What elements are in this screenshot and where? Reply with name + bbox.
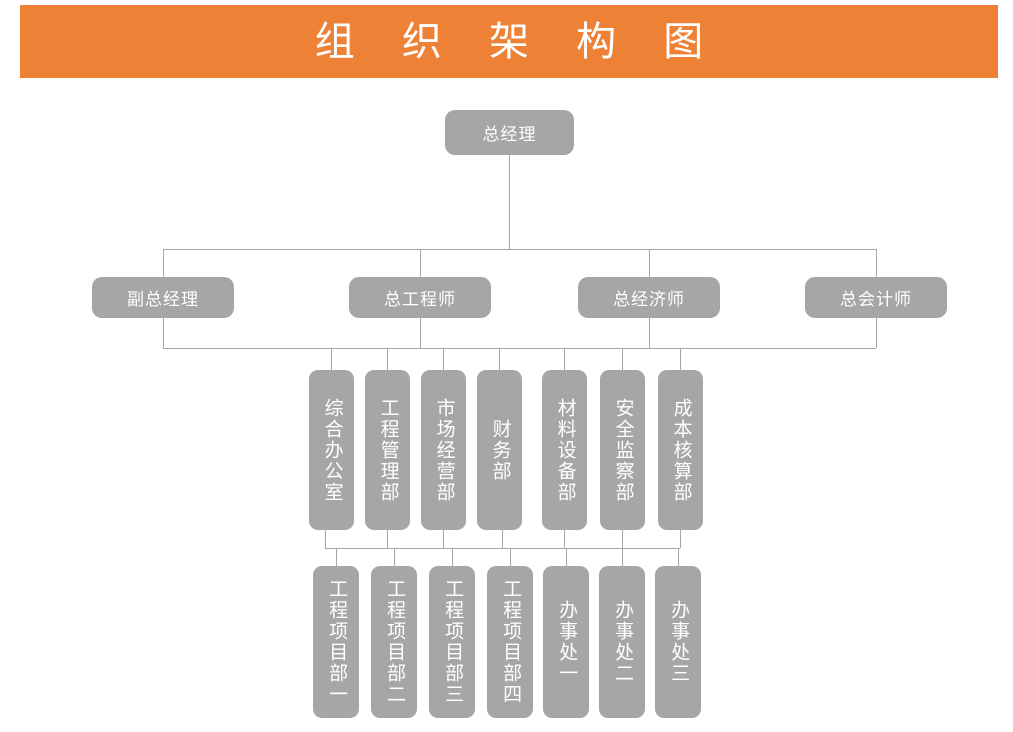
connector-riser-chief-engineer xyxy=(420,318,421,348)
connector-level2-bus xyxy=(163,249,876,250)
node-materials-equipment-dept-label: 材料设备部 xyxy=(554,397,576,503)
node-chief-economist[interactable]: 总经济师 xyxy=(578,277,720,318)
node-cost-accounting-dept[interactable]: 成本核算部 xyxy=(658,370,703,530)
node-deputy-gm[interactable]: 副总经理 xyxy=(92,277,234,318)
node-branch-office-1-label: 办事处一 xyxy=(556,600,578,684)
node-project-dept-2-label: 工程项目部二 xyxy=(384,579,406,705)
node-project-dept-4[interactable]: 工程项目部四 xyxy=(487,566,533,718)
node-finance-dept-label: 财务部 xyxy=(489,418,511,482)
node-gm-label: 总经理 xyxy=(482,125,537,144)
connector-riser-finance-dept xyxy=(502,530,503,548)
connector-drop-project-dept-1 xyxy=(336,548,337,566)
node-project-dept-1-label: 工程项目部一 xyxy=(326,579,348,705)
connector-drop-deputy-gm xyxy=(163,249,164,277)
title-banner: 组 织 架 构 图 xyxy=(20,5,998,78)
node-engineering-management-dept-label: 工程管理部 xyxy=(377,397,399,503)
node-project-dept-1[interactable]: 工程项目部一 xyxy=(313,566,359,718)
node-project-dept-3-label: 工程项目部三 xyxy=(442,579,464,705)
connector-drop-general-office xyxy=(331,348,332,370)
node-project-dept-3[interactable]: 工程项目部三 xyxy=(429,566,475,718)
connector-riser-materials-equipment-dept xyxy=(564,530,565,548)
connector-riser-engineering-management-dept xyxy=(387,530,388,548)
node-safety-supervision-dept-label: 安全监察部 xyxy=(612,397,634,503)
node-chief-engineer-label: 总工程师 xyxy=(384,290,456,309)
node-branch-office-2[interactable]: 办事处二 xyxy=(599,566,645,718)
node-chief-accountant[interactable]: 总会计师 xyxy=(805,277,947,318)
connector-level3-bus xyxy=(163,348,876,349)
connector-drop-safety-supervision-dept xyxy=(622,348,623,370)
node-branch-office-2-label: 办事处二 xyxy=(612,600,634,684)
connector-drop-chief-engineer xyxy=(420,249,421,277)
node-finance-dept[interactable]: 财务部 xyxy=(477,370,522,530)
node-safety-supervision-dept[interactable]: 安全监察部 xyxy=(600,370,645,530)
connector-drop-project-dept-2 xyxy=(394,548,395,566)
connector-drop-project-dept-3 xyxy=(452,548,453,566)
connector-riser-cost-accounting-dept xyxy=(680,530,681,548)
connector-riser-market-operations-dept xyxy=(443,530,444,548)
connector-drop-branch-office-3 xyxy=(678,548,679,566)
connector-riser-safety-supervision-dept xyxy=(622,530,623,548)
connector-level4-bus xyxy=(325,548,680,549)
node-general-office[interactable]: 综合办公室 xyxy=(309,370,354,530)
connector-drop-cost-accounting-dept xyxy=(680,348,681,370)
node-branch-office-3[interactable]: 办事处三 xyxy=(655,566,701,718)
node-chief-engineer[interactable]: 总工程师 xyxy=(349,277,491,318)
node-gm[interactable]: 总经理 xyxy=(445,110,574,155)
node-project-dept-4-label: 工程项目部四 xyxy=(500,579,522,705)
connector-riser-chief-accountant xyxy=(876,318,877,348)
connector-riser-general-office xyxy=(325,530,326,548)
connector-drop-materials-equipment-dept xyxy=(564,348,565,370)
node-general-office-label: 综合办公室 xyxy=(321,397,343,503)
node-deputy-gm-label: 副总经理 xyxy=(127,290,199,309)
node-chief-economist-label: 总经济师 xyxy=(613,290,685,309)
node-project-dept-2[interactable]: 工程项目部二 xyxy=(371,566,417,718)
node-materials-equipment-dept[interactable]: 材料设备部 xyxy=(542,370,587,530)
node-engineering-management-dept[interactable]: 工程管理部 xyxy=(365,370,410,530)
connector-drop-branch-office-2 xyxy=(622,548,623,566)
connector-drop-engineering-management-dept xyxy=(387,348,388,370)
node-branch-office-1[interactable]: 办事处一 xyxy=(543,566,589,718)
connector-drop-project-dept-4 xyxy=(510,548,511,566)
connector-riser-chief-economist xyxy=(649,318,650,348)
connector-drop-chief-economist xyxy=(649,249,650,277)
connector-drop-chief-accountant xyxy=(876,249,877,277)
connector-drop-finance-dept xyxy=(499,348,500,370)
connector-gm-stem xyxy=(509,155,510,249)
connector-drop-branch-office-1 xyxy=(566,548,567,566)
node-chief-accountant-label: 总会计师 xyxy=(840,290,912,309)
node-cost-accounting-dept-label: 成本核算部 xyxy=(670,397,692,503)
node-market-operations-dept[interactable]: 市场经营部 xyxy=(421,370,466,530)
node-branch-office-3-label: 办事处三 xyxy=(668,600,690,684)
connector-drop-market-operations-dept xyxy=(443,348,444,370)
page-title: 组 织 架 构 图 xyxy=(314,19,722,64)
node-market-operations-dept-label: 市场经营部 xyxy=(433,397,455,503)
connector-riser-deputy-gm xyxy=(163,318,164,348)
